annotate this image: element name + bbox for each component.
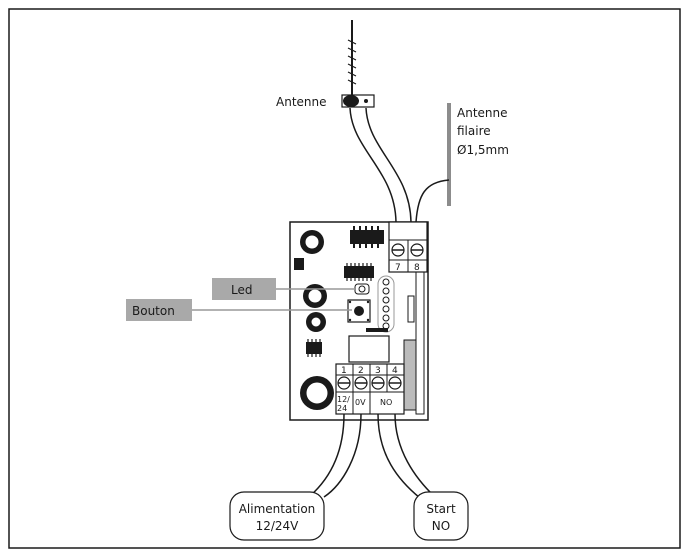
button-label: Bouton [132, 304, 175, 318]
terminal-7-label: 7 [395, 263, 401, 273]
start-label-2: NO [432, 519, 450, 533]
start-label-1: Start [426, 502, 456, 516]
power-supply-box [229, 491, 325, 541]
antenna-icon [341, 20, 375, 108]
circuit-board: 7 8 1 2 3 4 12/ 24 0V NO [289, 221, 429, 421]
terminal-24-label: 24 [337, 404, 347, 413]
terminal-0v-label: 0V [355, 398, 366, 407]
chip-icon [306, 342, 322, 354]
button-tag [126, 299, 192, 321]
chip-icon [350, 230, 384, 244]
power-label-2: 12/24V [256, 519, 300, 533]
wire-antenna-label-2: filaire [457, 124, 491, 138]
terminal-4-label: 4 [392, 366, 398, 376]
terminal-8-label: 8 [414, 263, 420, 273]
power-label-1: Alimentation [239, 502, 316, 516]
start-box [413, 491, 469, 541]
terminal-1-label: 1 [341, 366, 347, 376]
antenna-cable [349, 107, 412, 223]
terminal-3-label: 3 [375, 366, 381, 376]
relay-icon [348, 335, 390, 363]
led-tag [212, 278, 276, 300]
power-cable [309, 413, 362, 498]
antenna-label: Antenne [276, 95, 327, 109]
start-cable [377, 413, 436, 499]
wire-antenna-label-1: Antenne [457, 106, 508, 120]
wire-antenna-icon [415, 103, 451, 223]
terminal-2-label: 2 [358, 366, 364, 376]
terminal-12-label: 12/ [337, 395, 350, 404]
led-label: Led [231, 283, 252, 297]
terminal-no-label: NO [380, 398, 392, 407]
wire-antenna-label-3: Ø1,5mm [457, 143, 509, 157]
chip-icon [344, 266, 374, 278]
